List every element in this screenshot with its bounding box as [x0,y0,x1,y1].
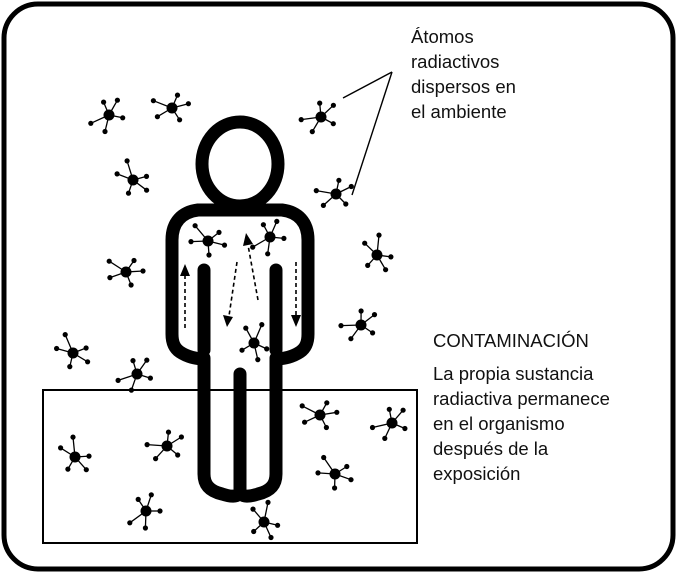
atom-icon [250,218,287,257]
contamination-line: en el organismo [433,413,565,434]
atoms-label-line: dispersos en [411,76,516,97]
atom-icon [239,322,270,363]
label-leader-lines [342,71,393,196]
atom-icon [58,434,92,473]
atom-icon [114,158,150,196]
atoms-label-line: el ambiente [411,101,507,122]
contamination-line: exposición [433,463,521,484]
atom-icon [150,92,191,123]
atom-icon [369,406,408,441]
atoms-label-line: radiactivos [411,51,500,72]
atoms-group [54,92,408,541]
atom-icon [315,454,354,491]
atom-icon [299,400,340,431]
atoms-label-line: Átomos [411,26,474,47]
human-silhouette-icon [165,115,315,503]
atom-icon [54,332,91,370]
contamination-line: radiactiva permanece [433,388,610,409]
atom-icon [88,97,126,135]
dashed-arrow-icon [180,233,301,328]
atom-icon [188,223,228,258]
atom-icon [127,492,163,531]
contamination-line: La propia sustancia [433,363,594,384]
exposure-zone-box [42,389,418,544]
atom-icon [362,232,394,273]
contamination-line: después de la [433,438,549,459]
atom-icon [298,100,336,135]
atom-icon [106,257,146,288]
atom-icon [144,429,184,462]
atom-icon [313,177,354,208]
atom-icon [250,499,281,541]
atoms-label: Átomos radiactivos dispersos en el ambie… [411,24,516,124]
contamination-title: CONTAMINACIÓN [433,330,589,351]
atom-icon [338,308,378,342]
atom-icon [115,357,153,393]
contamination-text: CONTAMINACIÓN La propia sustancia radiac… [433,328,610,486]
